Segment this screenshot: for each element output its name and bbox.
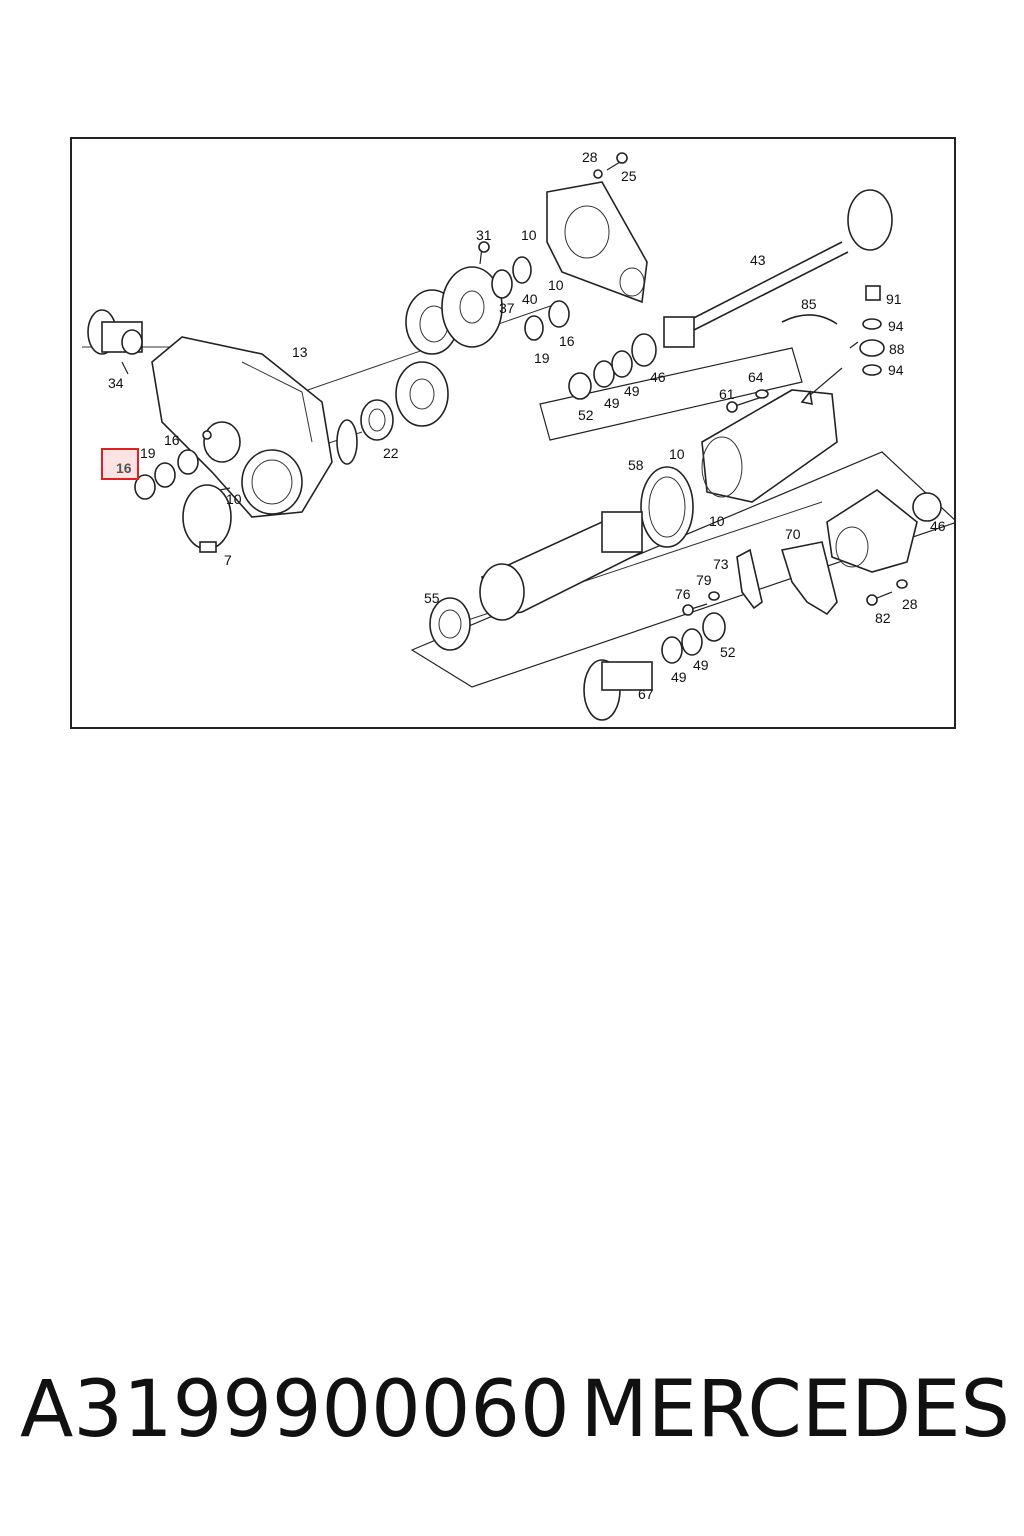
callout-94: 94 [888,362,904,378]
seal-52-lower [702,612,726,642]
circlip-19-upper [524,315,544,341]
callout-67: 67 [638,686,654,702]
callout-49: 49 [693,657,709,673]
callout-19: 19 [140,445,156,461]
callout-10: 10 [226,491,242,507]
callout-46: 46 [650,369,666,385]
roller-bearing-46-upper [631,333,657,367]
callout-61: 61 [719,386,735,402]
callout-25: 25 [621,168,637,184]
callout-37: 37 [499,300,515,316]
washer-28 [593,169,603,179]
washer-94a [862,318,882,330]
output-flange-67 [583,659,653,721]
banjo-88 [859,339,885,357]
gear-lower [395,361,449,427]
output-shaft-43 [663,189,893,348]
callout-73: 73 [713,556,729,572]
hub-housing-70 [826,489,942,573]
bolt-25 [616,152,628,164]
oring-49a [593,360,615,388]
subassembly-outline-upper [539,347,803,441]
washer-28b [896,579,908,589]
banjo-bolt-91 [865,285,881,301]
cover-plate-7 [182,484,232,553]
exploded-parts-diagram: 16 28 25 31 10 10 37 40 16 19 43 85 91 9… [82,149,956,721]
callout-28: 28 [902,596,918,612]
brand-name: MERCEDES [580,1365,1011,1455]
callout-55: 55 [424,590,440,606]
transfer-case-housing-13 [151,336,333,518]
ring-16-left [177,449,199,475]
bracket-70 [780,541,838,616]
ring-16-highlighted [134,474,156,500]
bracket-73 [736,548,763,610]
pin-10-left [219,487,231,491]
callout-7: 7 [224,552,232,568]
callout-70: 70 [785,526,801,542]
axle-housing [701,367,843,503]
washer-94b [862,364,882,376]
callout-16: 16 [164,432,180,448]
bearing-55 [429,597,471,651]
callout-16: 16 [559,333,575,349]
callout-64: 64 [748,369,764,385]
ring-40 [512,256,532,284]
subassembly-outline-lower [410,451,956,688]
callout-85: 85 [801,296,817,312]
callout-49: 49 [671,669,687,685]
front-cover [546,181,648,304]
callout-49: 49 [624,383,640,399]
callout-52: 52 [720,644,736,660]
bearing-22 [360,399,394,441]
ring-16-upper [548,300,570,328]
callout-49: 49 [604,395,620,411]
callout-28: 28 [582,149,598,165]
callout-13: 13 [292,344,308,360]
washer-64 [755,389,769,399]
callout-76: 76 [675,586,691,602]
callout-46: 46 [930,518,946,534]
oring-49b [611,350,633,378]
callout-82: 82 [875,610,891,626]
parts-diagram-frame: 16 28 25 31 10 10 37 40 16 19 43 85 91 9… [70,137,956,729]
callout-34: 34 [108,375,124,391]
washer-79 [708,591,720,601]
callout-91: 91 [886,291,902,307]
callout-10: 10 [521,227,537,243]
seal-52-upper [568,372,592,400]
callout-22: 22 [383,445,399,461]
circlip-19-left [154,462,176,488]
oring-49c [661,636,683,664]
flange-part-34 [87,309,143,375]
callout-94: 94 [888,318,904,334]
callout-31: 31 [476,227,492,243]
callout-52: 52 [578,407,594,423]
oring-49d [681,628,703,656]
callout-58: 58 [628,457,644,473]
callout-40: 40 [522,291,538,307]
driveshaft-55 [479,511,643,621]
footer-caption: A3199900060 MERCEDES [20,1365,1010,1465]
callout-10: 10 [548,277,564,293]
gear-upper [405,266,503,355]
callout-10: 10 [709,513,725,529]
highlight-box-16 [101,448,139,480]
highlight-label-16: 16 [116,460,132,476]
ring-37 [491,269,513,299]
callout-79: 79 [696,572,712,588]
callout-88: 88 [889,341,905,357]
callout-19: 19 [534,350,550,366]
hose-85 [781,314,838,325]
seal-ring-center [336,419,358,465]
callout-43: 43 [750,252,766,268]
part-number: A3199900060 [20,1365,570,1455]
callout-10: 10 [669,446,685,462]
